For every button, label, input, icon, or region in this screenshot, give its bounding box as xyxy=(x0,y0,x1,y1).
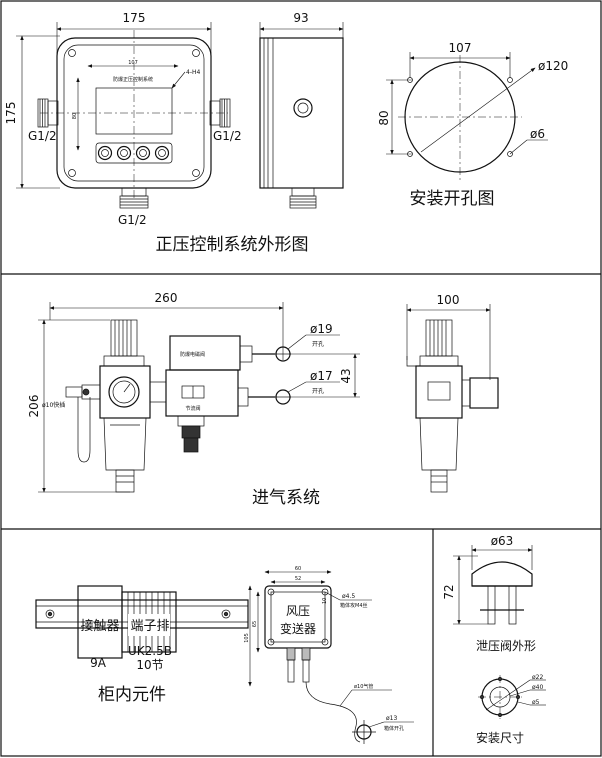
pressure-transmitter: 60 52 105 65 风压 变送器 10 ø4.5 箱体攻M4丝 ø10气管… xyxy=(244,566,414,744)
tx-height-inner: 65 xyxy=(252,621,258,627)
panel-label: 防爆正压控制系统 xyxy=(113,76,153,83)
air-inlet-system-side-view: 100 xyxy=(406,293,499,493)
mount-d3: ø5 xyxy=(532,699,540,706)
section1-caption: 正压控制系统外形图 xyxy=(156,235,309,255)
front-width-dim: 175 xyxy=(123,11,146,25)
mount-d2: ø40 xyxy=(532,684,543,691)
left-port-label: G1/2 xyxy=(28,129,57,143)
terminal-label: 端子排 xyxy=(130,619,169,634)
solenoid-label: 防爆电磁阀 xyxy=(180,351,205,358)
right-cable-gland-icon xyxy=(209,98,231,128)
tx-hole-note: 箱体攻M4丝 xyxy=(340,602,368,609)
tx-height-outer: 105 xyxy=(244,633,250,643)
contactor-rating: 9A xyxy=(90,656,107,670)
bottom-cable-gland-icon xyxy=(119,187,149,209)
valve-caption: 泄压阀外形 xyxy=(476,639,536,653)
inner-width-dim: 107 xyxy=(128,60,138,66)
bottom-pipe-note: 开孔 xyxy=(312,387,324,395)
air-inlet-system-front-view: 260 206 ø10快插 节流阀 xyxy=(27,291,360,493)
inlet-height-dim: 206 xyxy=(27,395,41,418)
bottom-port-label: G1/2 xyxy=(118,213,147,227)
mount-hole-dim: ø6 xyxy=(530,127,545,141)
section2-caption: 进气系统 xyxy=(252,488,320,508)
terminal-count: 10节 xyxy=(136,658,163,672)
tx-hole: ø4.5 xyxy=(342,593,355,600)
side-width-dim: 93 xyxy=(293,11,308,25)
valve-dia-dim: ø63 xyxy=(491,534,514,548)
tube-label: ø10气管 xyxy=(354,683,373,690)
quick-plug-label: ø10快插 xyxy=(42,401,65,409)
tx-label-2: 变送器 xyxy=(280,621,316,636)
inlet-width-dim: 260 xyxy=(155,291,178,305)
mounting-hole-drawing: 107 80 ø120 ø6 安装开孔图 xyxy=(377,41,568,209)
mount-caption: 安装开孔图 xyxy=(410,189,495,209)
left-cable-gland-icon xyxy=(37,98,59,128)
terminal-model: UK2.5B xyxy=(128,644,172,658)
tx-label-1: 风压 xyxy=(286,604,310,618)
mount-caption-4: 安装尺寸 xyxy=(476,730,524,745)
relief-valve-mount: ø22 ø40 ø5 安装尺寸 xyxy=(476,674,546,745)
pipe-spacing-dim: 43 xyxy=(339,368,353,383)
tx-width-inner: 52 xyxy=(295,576,301,582)
tx-gap: 10 xyxy=(322,598,328,604)
cabinet-components: 接触器 端子排 9A UK2.5B 10节 柜内元件 xyxy=(35,585,249,705)
mount-height-dim: 80 xyxy=(377,110,391,125)
mount-d1: ø22 xyxy=(532,674,543,681)
bottom-pipe-dia: ø17 xyxy=(310,369,333,383)
screw-holes-label: 4-H4 xyxy=(186,69,200,76)
side-inlet-width-dim: 100 xyxy=(437,293,460,307)
control-buttons xyxy=(95,142,173,164)
tx-width-outer: 60 xyxy=(295,566,301,572)
top-pipe-note: 开孔 xyxy=(312,340,324,348)
tube-hole-note: 箱体开孔 xyxy=(384,725,404,732)
right-port-label: G1/2 xyxy=(213,129,242,143)
top-pipe-dia: ø19 xyxy=(310,322,333,336)
section3-caption: 柜内元件 xyxy=(98,685,166,705)
throttle-valve-label: 节流阀 xyxy=(185,405,200,412)
front-height-dim: 175 xyxy=(4,102,18,125)
control-box-side-view: 93 xyxy=(259,11,344,209)
inner-height-dim: 80 xyxy=(72,113,78,119)
mount-diameter-dim: ø120 xyxy=(538,59,568,73)
contactor-label: 接触器 xyxy=(80,618,119,634)
side-cable-gland-icon xyxy=(289,187,317,209)
tube-hole: ø13 xyxy=(386,715,397,722)
valve-height-dim: 72 xyxy=(442,584,456,599)
control-box-front-view: 175 175 107 80 4-H4 防爆正压控制系统 xyxy=(4,11,242,227)
display-screen xyxy=(95,87,173,135)
relief-valve: ø63 72 泄压阀外形 xyxy=(442,534,536,653)
mount-width-dim: 107 xyxy=(449,41,472,55)
